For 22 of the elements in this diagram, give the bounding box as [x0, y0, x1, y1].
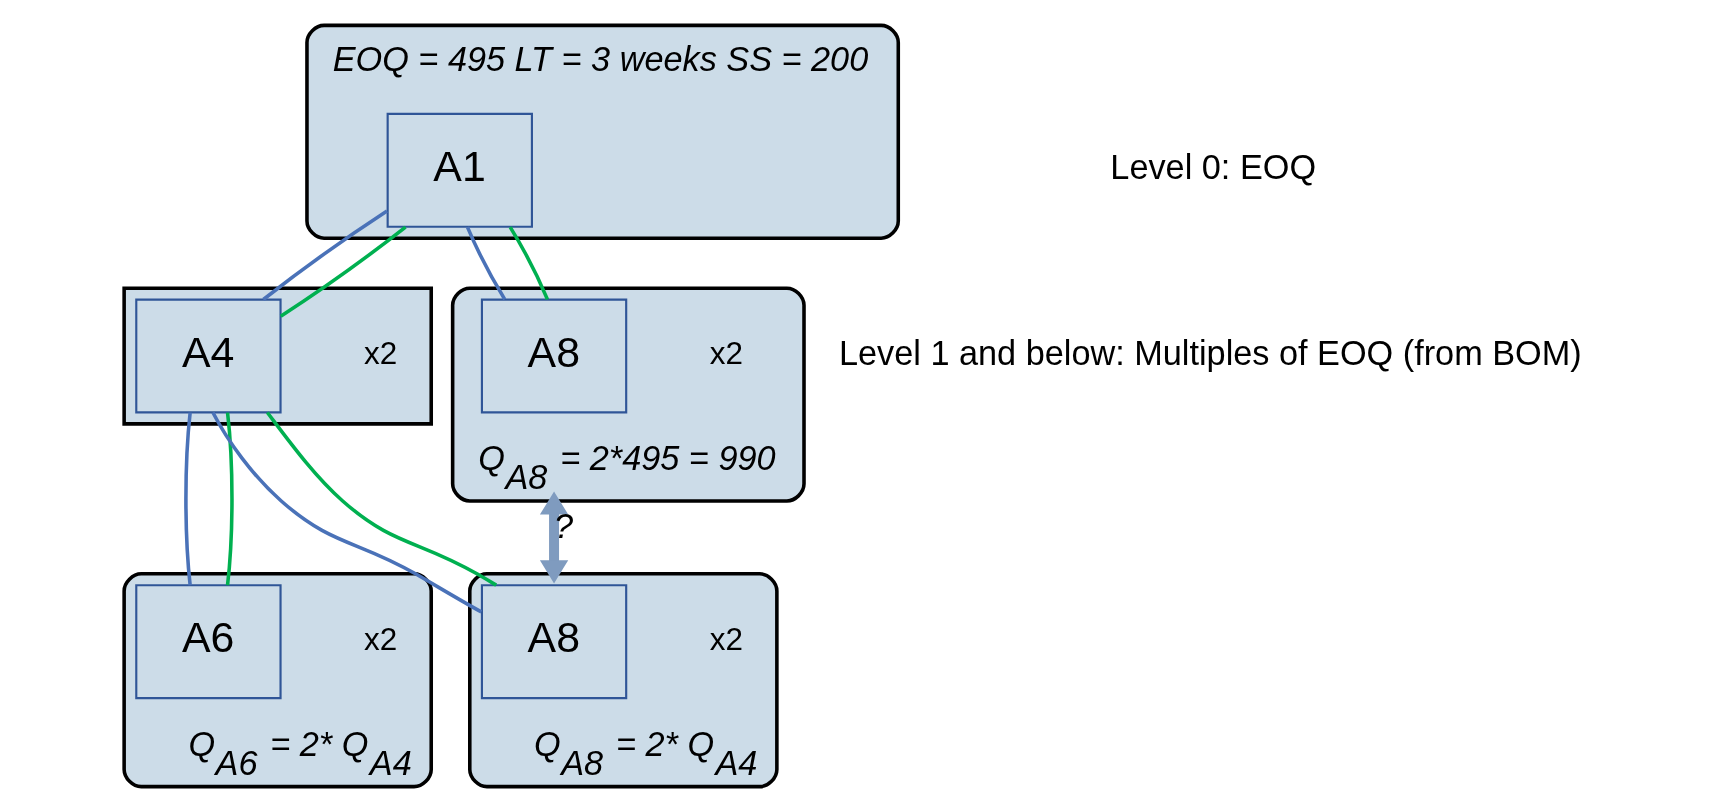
connector	[279, 225, 407, 318]
node-label: x2	[709, 336, 743, 372]
label: Level 1 and below: Multiples of EOQ (from BOM)	[839, 333, 1582, 372]
node-label: x2	[709, 621, 743, 657]
node-label: x2	[364, 336, 398, 372]
connector	[465, 226, 507, 301]
connector	[508, 226, 550, 301]
connector	[184, 412, 192, 586]
arrow	[539, 491, 569, 584]
node-box: A8	[480, 298, 628, 414]
node-box: A4	[135, 298, 282, 414]
node-box: A6	[135, 584, 282, 700]
node-box: A8	[480, 584, 628, 700]
connector	[262, 209, 388, 301]
connector	[225, 412, 234, 586]
node-label: x2	[364, 621, 398, 657]
node-box: A1	[386, 112, 533, 228]
connector	[265, 411, 498, 587]
label: Level 0: EOQ	[1110, 148, 1317, 187]
edge-label: ?	[554, 507, 574, 546]
connector	[211, 411, 483, 614]
cluster	[122, 286, 433, 426]
